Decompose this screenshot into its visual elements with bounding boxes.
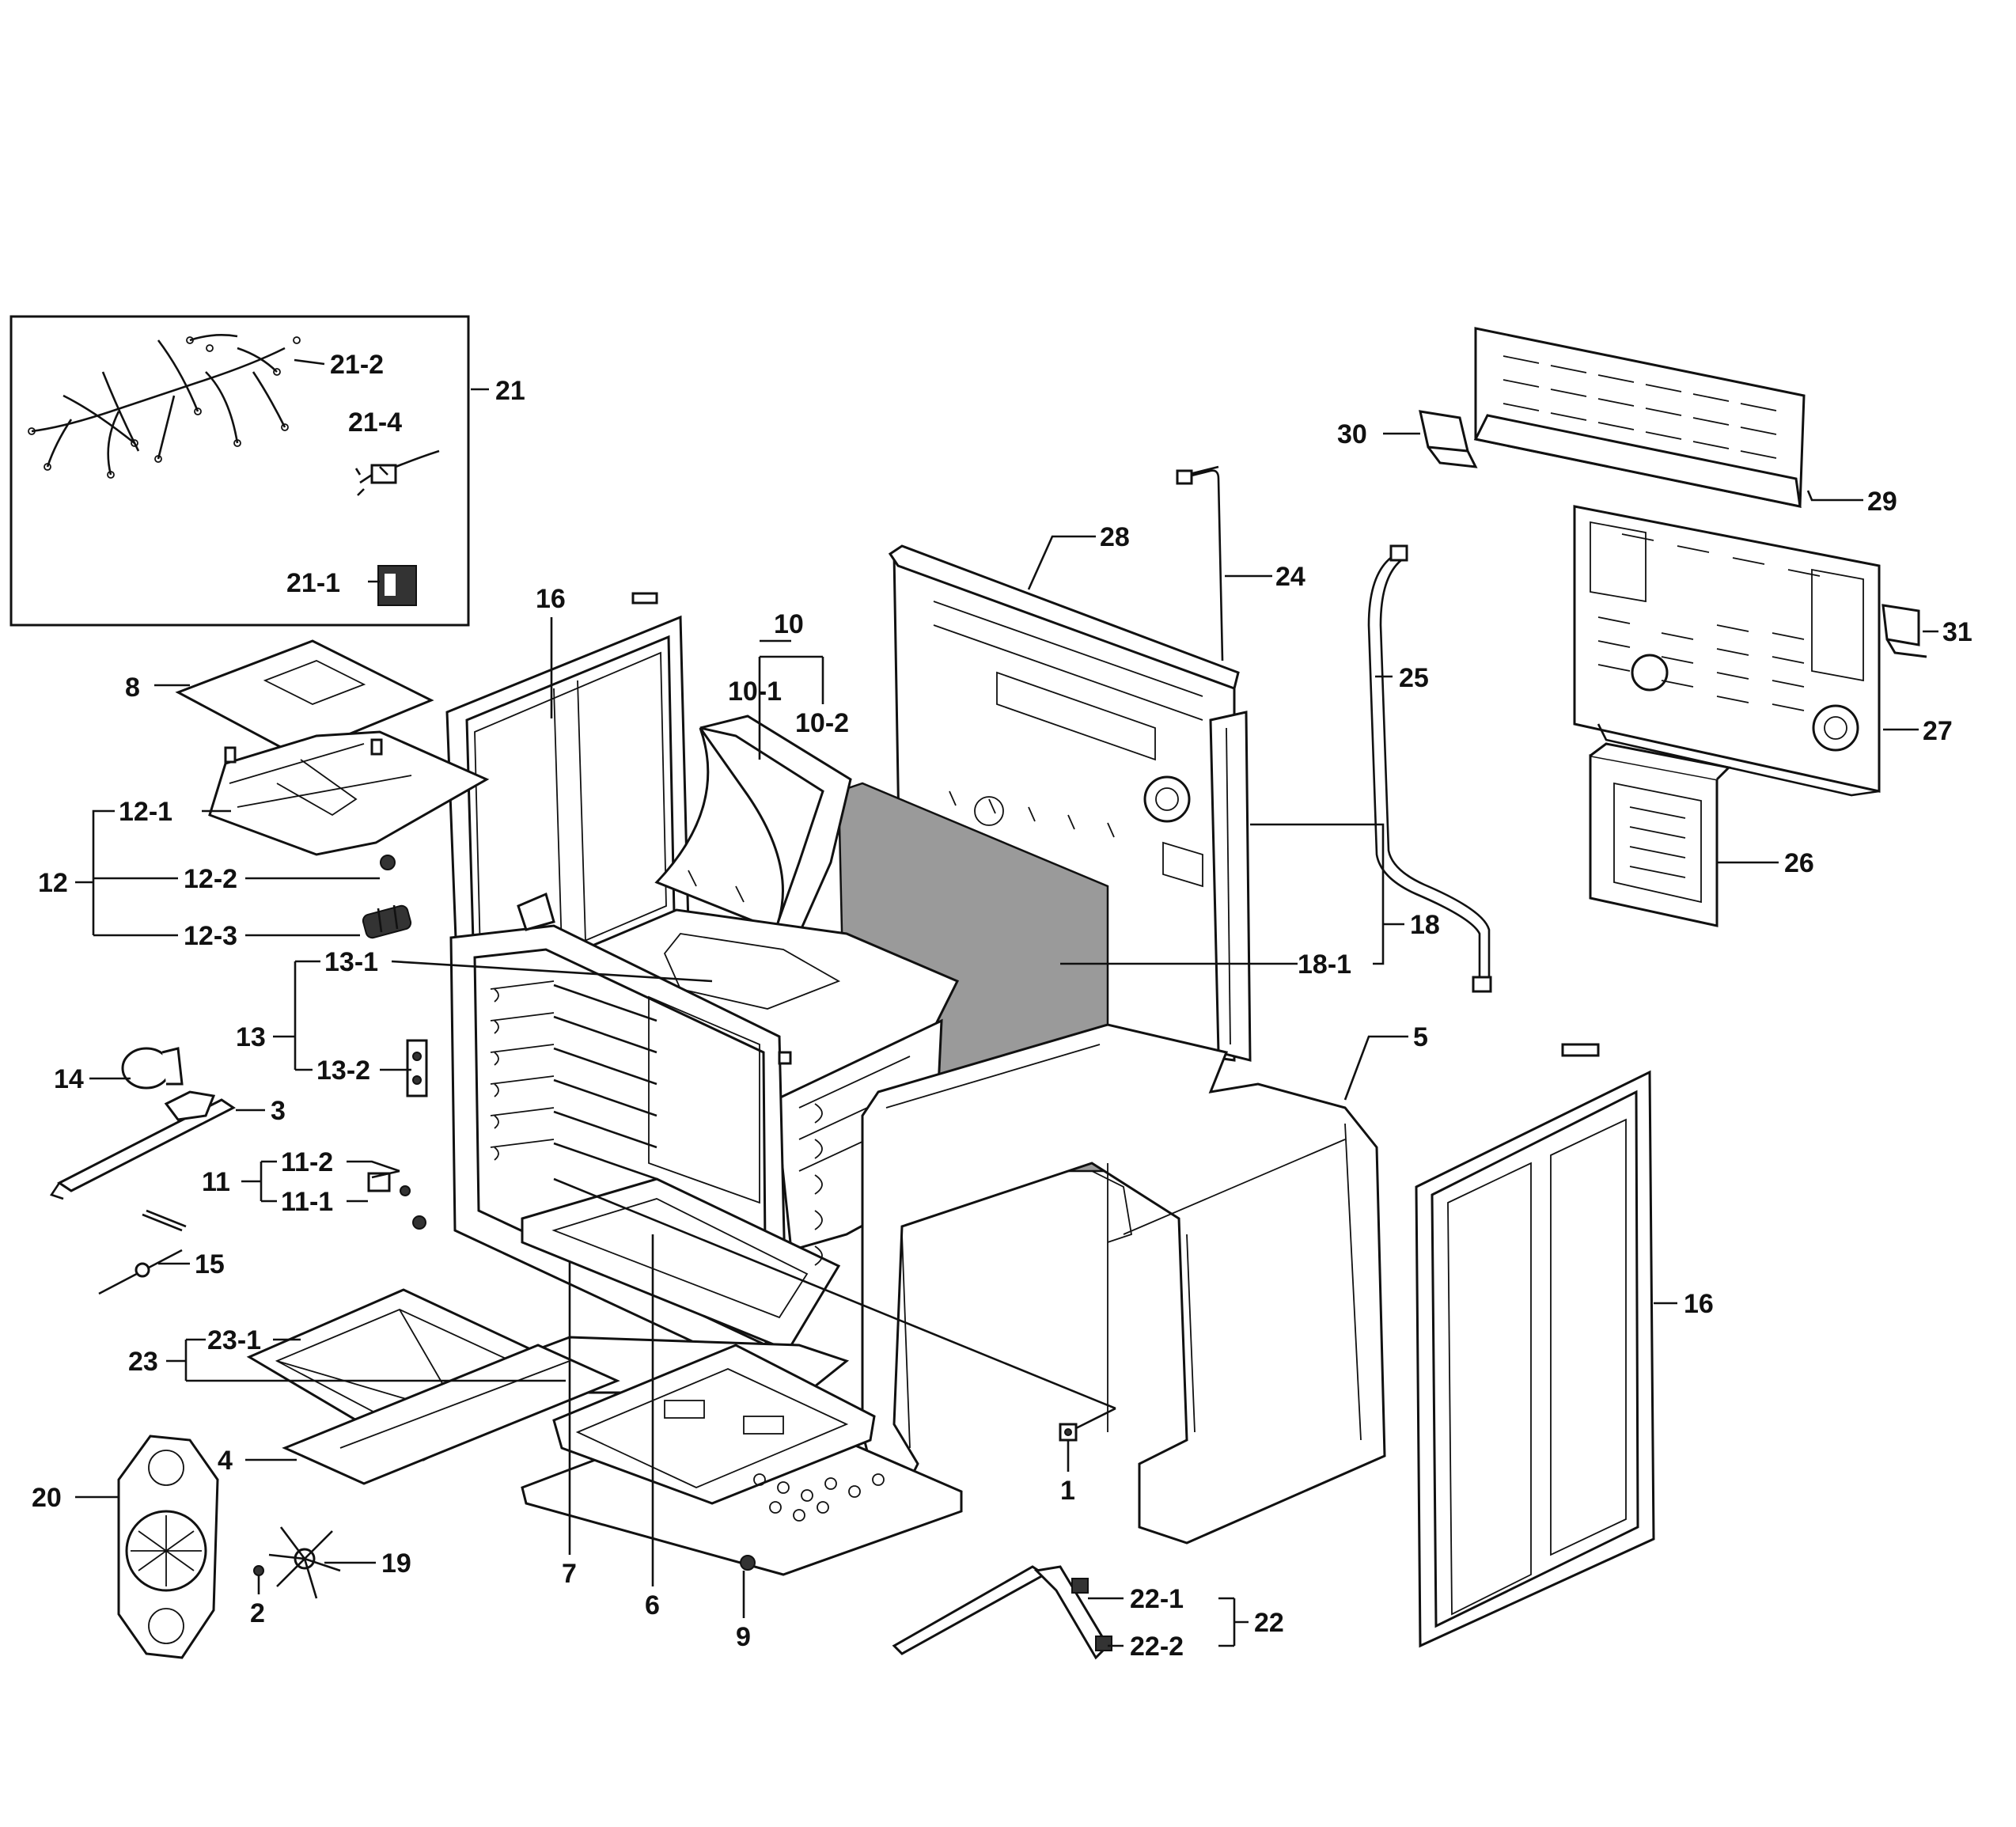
bracket-22	[892, 1565, 1112, 1660]
rear-cover-27	[1573, 505, 1881, 797]
tube-25	[1367, 552, 1491, 981]
wiring-harness-inset	[9, 315, 470, 627]
bottom-pan-9	[521, 1344, 963, 1576]
label-18: 18	[1410, 910, 1440, 940]
label-21-4: 21-4	[348, 407, 402, 438]
element-3	[49, 1090, 236, 1200]
label-6: 6	[645, 1590, 660, 1620]
label-14: 14	[54, 1064, 84, 1094]
label-31: 31	[1942, 617, 1972, 647]
probe-15	[98, 1249, 183, 1295]
outer-wrapper-5	[861, 1023, 1386, 1545]
label-7: 7	[562, 1559, 577, 1589]
label-22-2: 22-2	[1130, 1632, 1184, 1662]
label-2: 2	[250, 1598, 265, 1628]
label-12-2: 12-2	[184, 864, 237, 894]
label-3: 3	[271, 1096, 286, 1126]
label-21-2: 21-2	[330, 350, 384, 380]
label-9: 9	[736, 1622, 751, 1652]
door-panel-16-right	[1415, 1043, 1655, 1648]
bracket-31	[1881, 604, 1927, 658]
label-29: 29	[1867, 487, 1897, 517]
label-25: 25	[1399, 663, 1429, 693]
top-rail-28	[888, 544, 1240, 690]
rear-panels	[1419, 327, 1927, 927]
label-28: 28	[1100, 522, 1130, 552]
lamp-14	[121, 1047, 184, 1090]
label-27: 27	[1923, 716, 1953, 746]
label-13: 13	[236, 1022, 266, 1052]
label-23-1: 23-1	[207, 1325, 261, 1355]
label-21-1: 21-1	[286, 568, 340, 598]
label-30: 30	[1337, 419, 1367, 449]
tube-24	[1178, 465, 1224, 661]
bracket-30	[1419, 410, 1478, 468]
sensor-11	[367, 1169, 426, 1230]
component-12-3	[362, 904, 412, 939]
label-21: 21	[495, 376, 525, 406]
label-24: 24	[1275, 562, 1305, 592]
label-13-1: 13-1	[324, 947, 378, 977]
label-5: 5	[1413, 1022, 1428, 1052]
fastener-12-2	[380, 855, 396, 870]
label-23: 23	[128, 1347, 158, 1377]
label-11-2: 11-2	[281, 1147, 333, 1177]
screw-1	[1059, 1423, 1078, 1442]
label-18-1: 18-1	[1298, 950, 1351, 980]
callout-labels: 21-2 21 21-4 21-1 16 8 10 10-1 10-2 28 2…	[32, 350, 1972, 1662]
vent-panel-29	[1473, 327, 1806, 508]
label-10-1: 10-1	[728, 677, 782, 707]
fan-cover-20	[117, 1435, 219, 1659]
label-15: 15	[195, 1249, 225, 1279]
label-22: 22	[1254, 1608, 1284, 1638]
top-duct-12-1	[208, 730, 490, 856]
label-26: 26	[1784, 848, 1814, 878]
label-12-3: 12-3	[184, 921, 237, 951]
label-13-2: 13-2	[316, 1056, 370, 1086]
oven-cavity	[449, 908, 960, 1394]
label-11-1: 11-1	[281, 1187, 333, 1217]
wire-harness-21-2	[31, 334, 286, 476]
label-12-1: 12-1	[119, 797, 172, 827]
label-16-right: 16	[1684, 1289, 1714, 1319]
terminal-block-21-1	[377, 565, 417, 606]
label-19: 19	[381, 1548, 411, 1579]
label-10-2: 10-2	[795, 708, 849, 738]
label-12: 12	[38, 868, 68, 898]
door-frame-16-left	[445, 592, 690, 1023]
nut-2	[253, 1565, 264, 1576]
label-16-top: 16	[536, 584, 566, 614]
label-22-1: 22-1	[1130, 1584, 1184, 1614]
label-1: 1	[1060, 1476, 1075, 1506]
label-4: 4	[218, 1446, 233, 1476]
label-10: 10	[774, 609, 804, 639]
label-20: 20	[32, 1483, 62, 1513]
leader-lines	[75, 358, 1938, 1647]
switch-13-2	[406, 1039, 428, 1097]
duct-box-26	[1589, 742, 1732, 927]
top-cover-8	[175, 639, 434, 757]
label-11: 11	[202, 1167, 230, 1197]
label-8: 8	[125, 673, 140, 703]
fan-blade-19	[268, 1526, 341, 1599]
